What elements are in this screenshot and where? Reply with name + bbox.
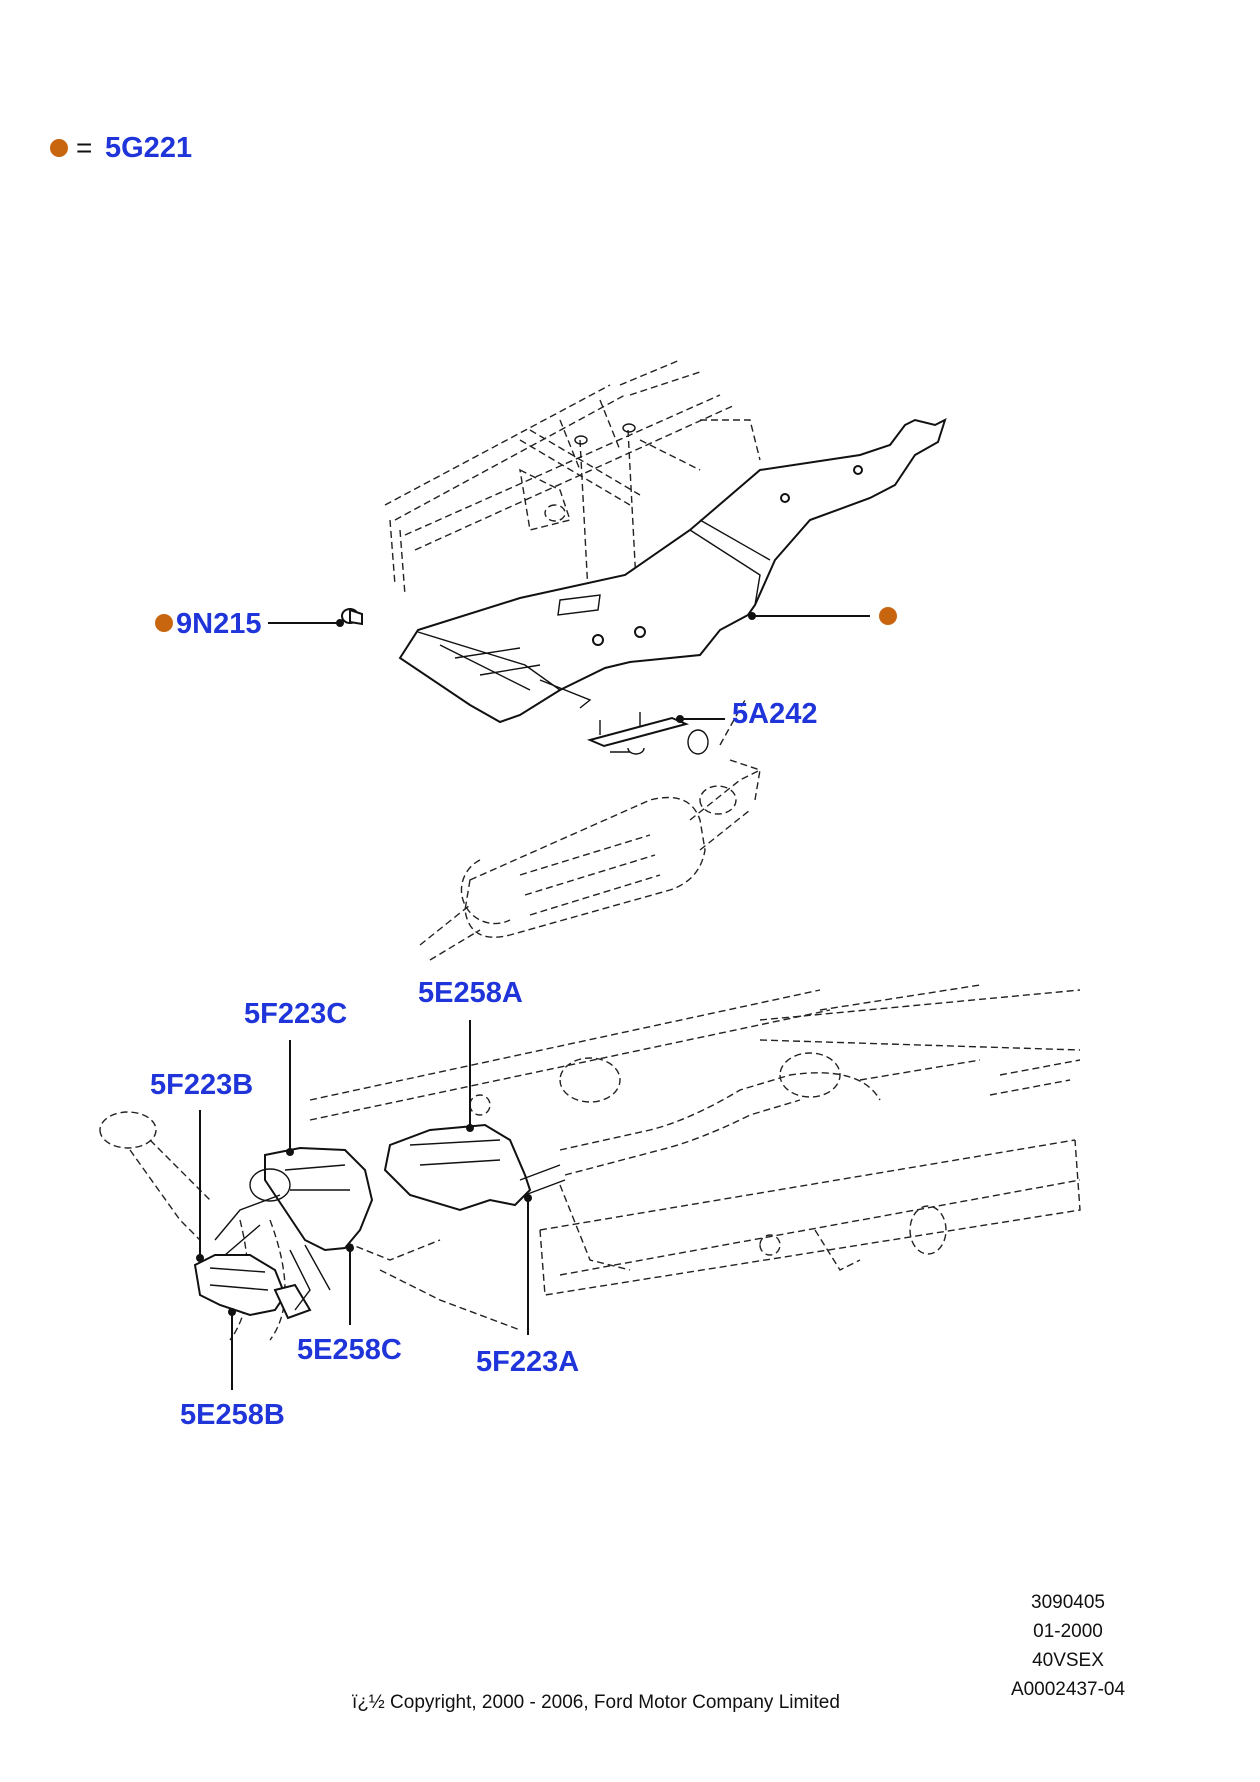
callout-5f223c: 5F223C bbox=[244, 998, 347, 1030]
heat-shield-5g221 bbox=[398, 418, 947, 724]
callout-5f223b: 5F223B bbox=[150, 1069, 253, 1101]
reference-model-code: 40VSEX bbox=[1032, 1650, 1104, 1671]
reference-number: 3090405 bbox=[1031, 1592, 1105, 1613]
reference-date: 01-2000 bbox=[1033, 1621, 1103, 1642]
reference-block: 3090405 01-2000 40VSEX A0002437-04 bbox=[1011, 1592, 1126, 1700]
legend-code: 5G221 bbox=[105, 132, 192, 164]
grommet-9n215 bbox=[341, 608, 363, 626]
upper-frame-rails bbox=[384, 359, 761, 596]
converter-shield-5e258a bbox=[383, 1123, 532, 1212]
heat-shield-marker-dot bbox=[879, 607, 897, 625]
legend-equals: = bbox=[76, 132, 92, 163]
callout-5e258b: 5E258B bbox=[180, 1399, 285, 1431]
legend: = 5G221 bbox=[50, 132, 192, 164]
callout-9n215: 9N215 bbox=[176, 608, 261, 640]
bracket-5a242 bbox=[586, 712, 709, 755]
lower-frame bbox=[309, 984, 1081, 1331]
converter-shield-5e258c bbox=[264, 1146, 374, 1252]
rear-muffler bbox=[419, 699, 761, 961]
callout-5a242: 5A242 bbox=[732, 698, 817, 730]
callout-5e258a: 5E258A bbox=[418, 977, 523, 1009]
converter-shield-5e258b bbox=[193, 1254, 312, 1320]
reference-illustration-id: A0002437-04 bbox=[1011, 1679, 1126, 1700]
legend-marker-dot bbox=[50, 139, 68, 157]
callout-5e258c: 5E258C bbox=[297, 1334, 402, 1366]
copyright-notice: ï¿½ Copyright, 2000 - 2006, Ford Motor C… bbox=[352, 1692, 840, 1713]
callout-5f223a: 5F223A bbox=[476, 1346, 579, 1378]
front-manifold-pipes bbox=[214, 1164, 566, 1311]
leader-lines bbox=[196, 612, 870, 1390]
callout-9n215-marker-dot bbox=[155, 614, 173, 632]
